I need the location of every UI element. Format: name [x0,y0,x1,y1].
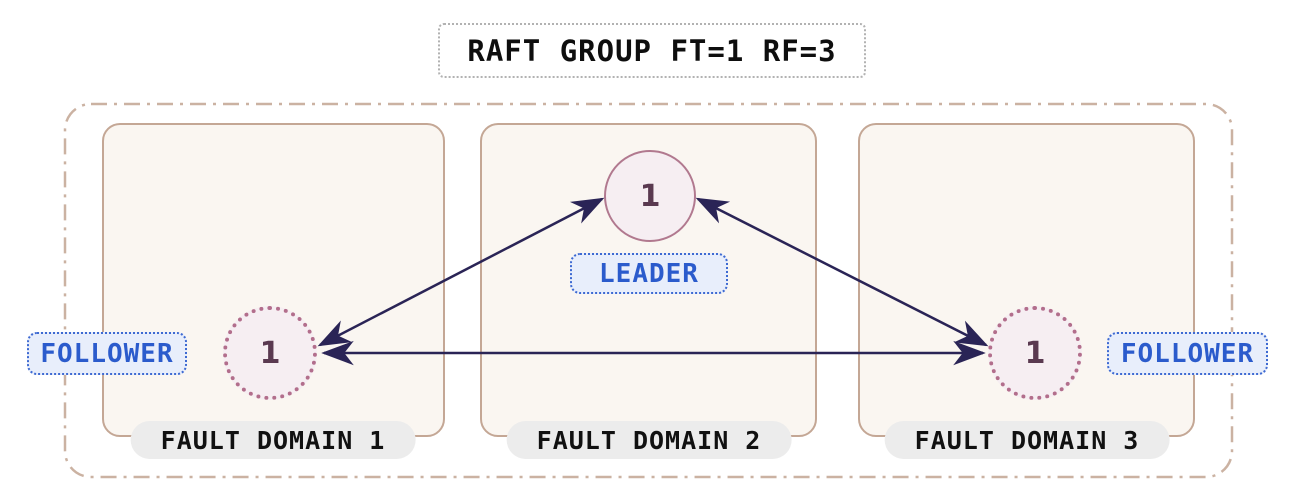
follower-role-label-domain-1: FOLLOWER [27,332,187,375]
leader-node-value: 1 [639,178,661,214]
fault-domain-3-label: FAULT DOMAIN 3 [884,421,1170,459]
follower-role-label-domain-3: FOLLOWER [1107,332,1268,375]
follower-node-domain-3: 1 [988,306,1082,400]
leader-role-label: LEADER [570,253,728,294]
follower-node-3-value: 1 [1024,335,1046,371]
follower-node-1-value: 1 [259,335,281,371]
raft-group-title: RAFT GROUP FT=1 RF=3 [438,23,866,78]
fault-domain-2-label: FAULT DOMAIN 2 [506,421,792,459]
fault-domain-1-label: FAULT DOMAIN 1 [130,421,416,459]
raft-group-title-text: RAFT GROUP FT=1 RF=3 [467,33,837,68]
leader-node: 1 [604,150,696,242]
follower-node-domain-1: 1 [223,306,317,400]
